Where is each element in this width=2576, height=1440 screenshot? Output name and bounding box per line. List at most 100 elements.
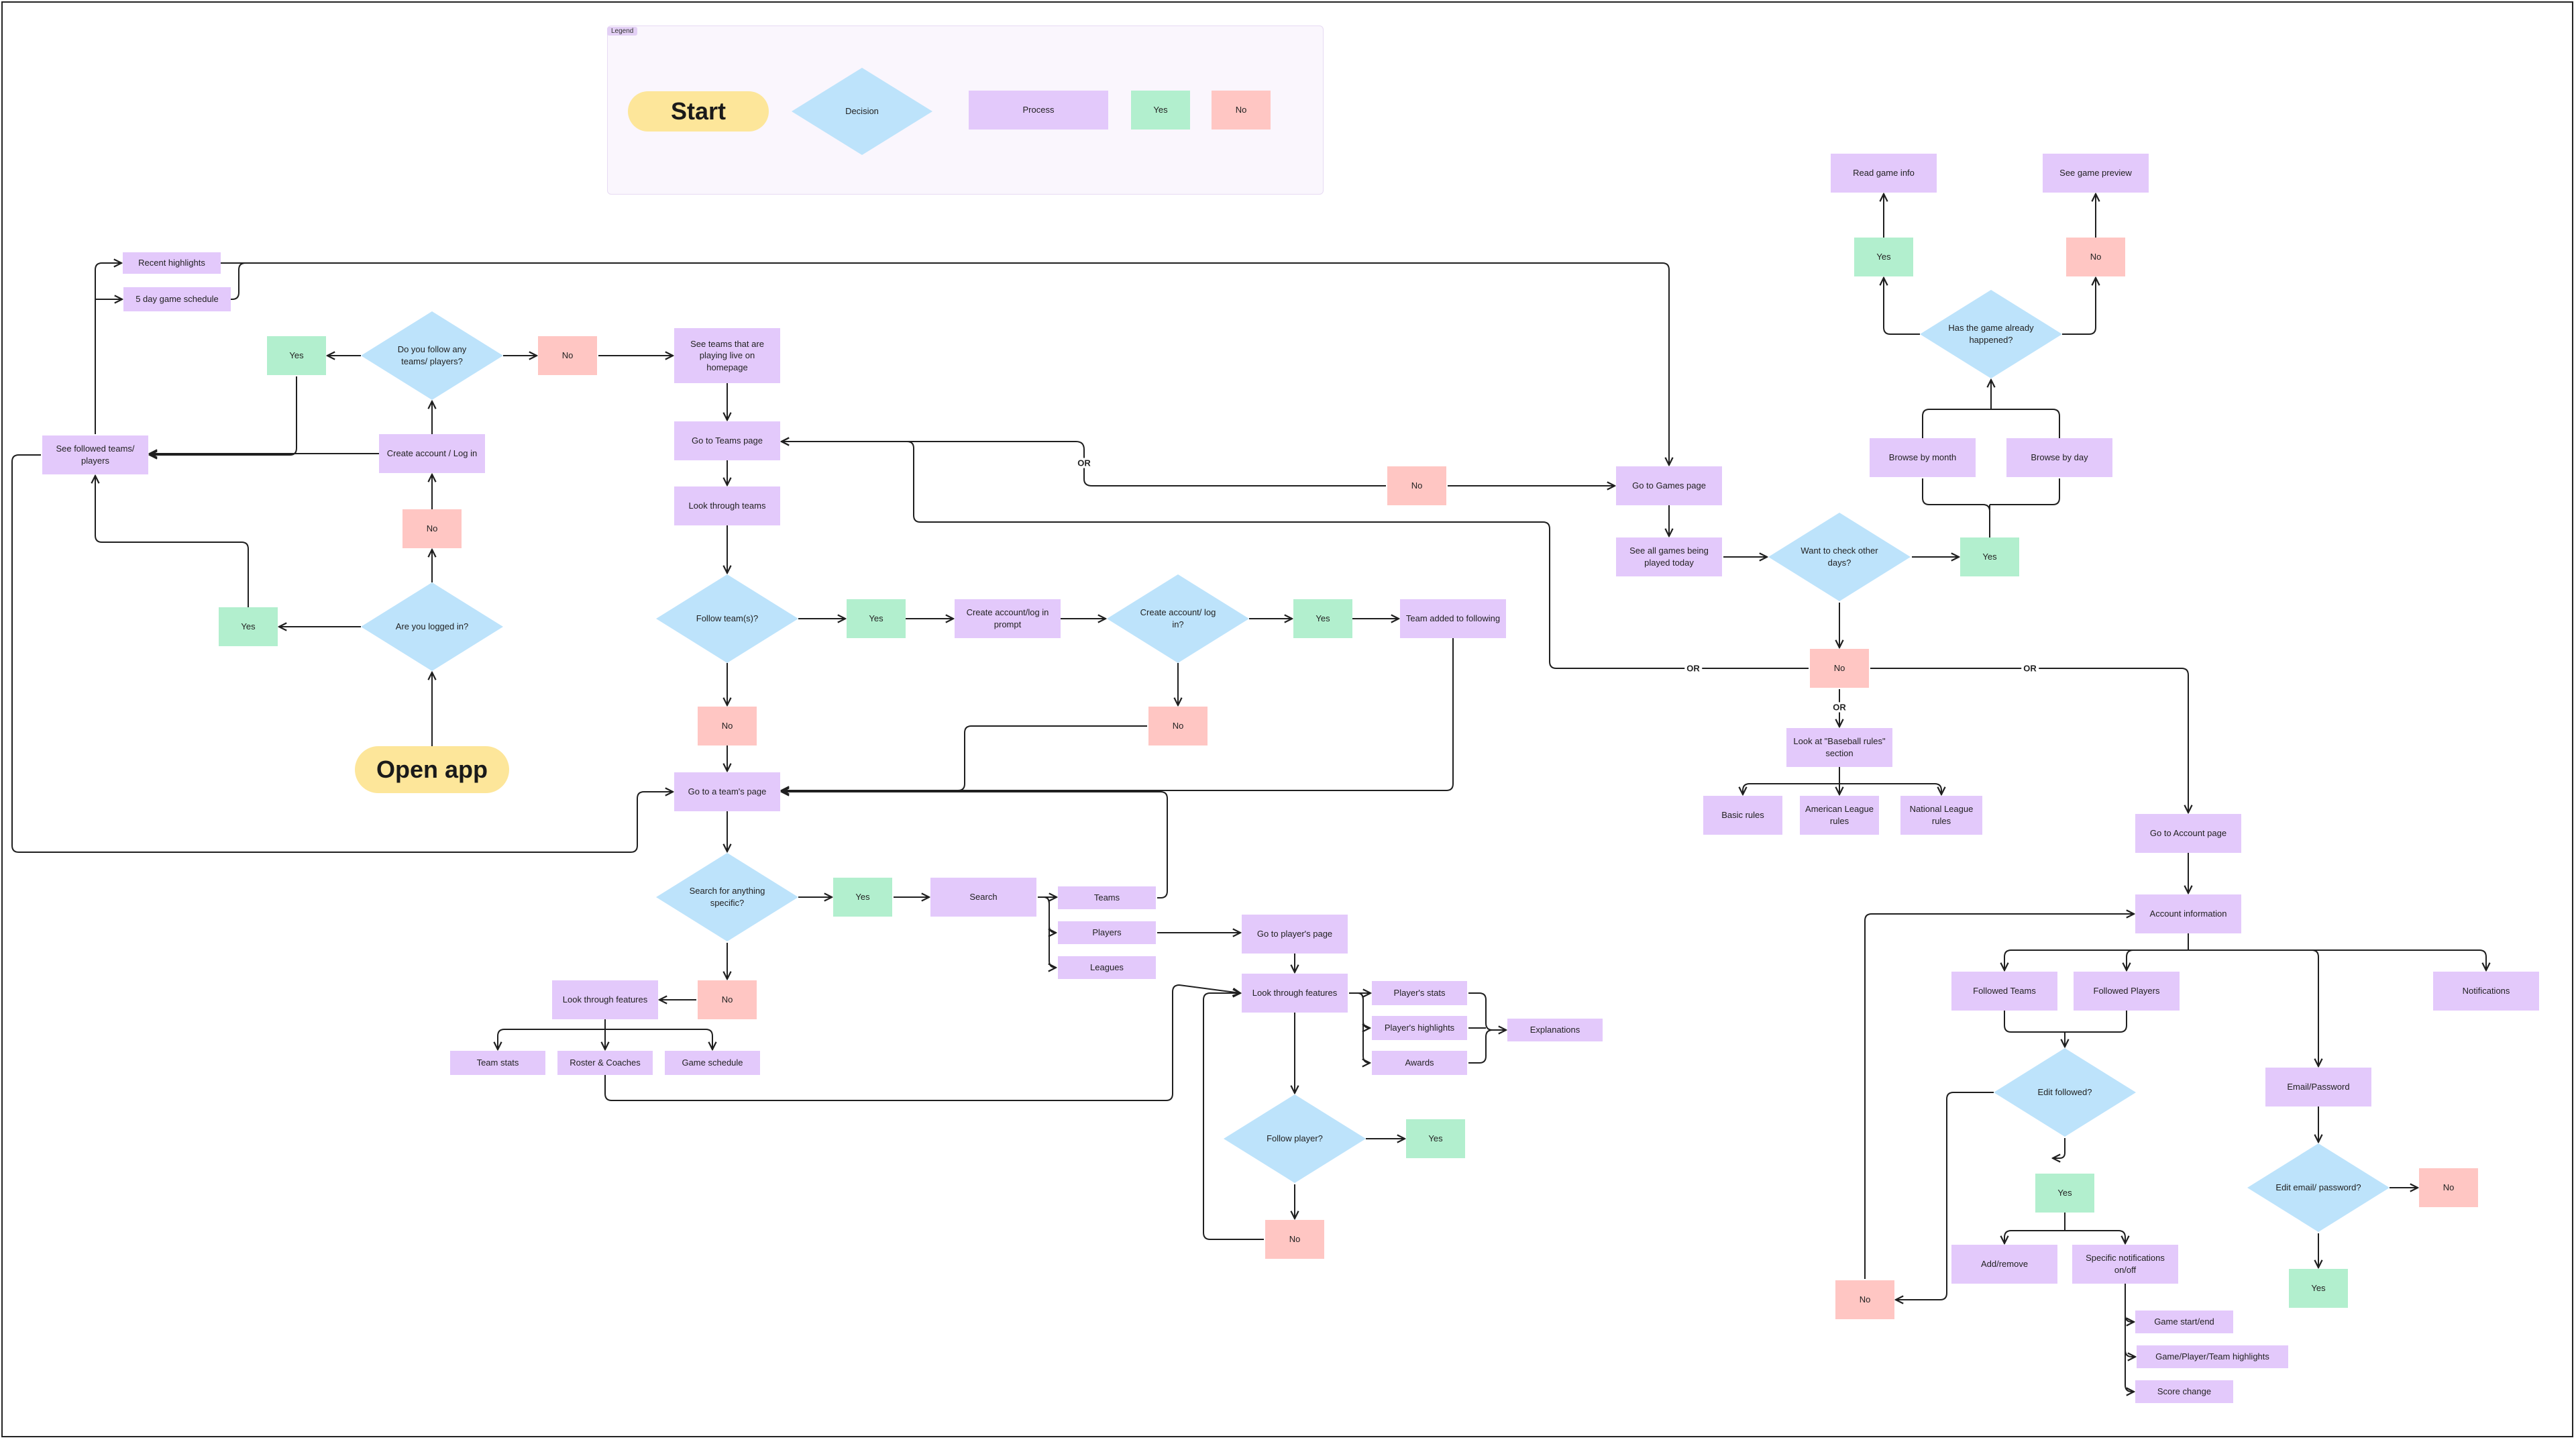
edge-rules-to-national [1839,783,1941,794]
node-specific-notifications: Specific notifications on/off [2072,1245,2178,1284]
node-game-schedule-5: 5 day game schedule [123,287,231,311]
node-edit-email-no: No [2419,1168,2478,1207]
node-label: Go to a team's page [688,786,767,797]
edge-other-no-to-teams-page [782,442,1809,669]
node-account-info: Account information [2135,894,2241,933]
edge-awards-to-explanations [1468,1029,1493,1064]
node-label: Edit email/ password? [2275,1182,2361,1193]
edge-look-features-to-schedule [605,1029,712,1049]
node-other-days-yes: Yes [1960,537,2019,576]
node-label: Open app [376,755,488,783]
decision-diamond-follow-teams-q [361,311,503,400]
node-label: Game/Player/Team highlights [2155,1351,2269,1362]
node-label: No [721,994,733,1005]
edge-logged-yes-to-see-followed [95,476,249,607]
edge-specific-to-start-end [2125,1284,2134,1322]
edge-follow-yes-to-see-followed [150,376,297,455]
node-label: Look through features [562,994,648,1005]
node-label: No [426,523,438,534]
node-label: Leagues [1090,962,1124,973]
node-explanations: Explanations [1507,1019,1603,1041]
node-label: Yes [1982,552,1997,562]
node-awards: Awards [1372,1051,1467,1075]
node-go-teams-page: Go to Teams page [674,421,780,460]
node-label: Look through teams [688,501,766,511]
node-follow-team-yes: Yes [847,599,906,638]
node-team-added: Team added to following [1400,599,1506,638]
node-follow-player-q: Follow player? [1224,1094,1366,1183]
node-follow-teams-yes: Yes [267,336,326,375]
edge-info-to-followed-players [2127,949,2188,970]
node-label: Player's highlights [1384,1023,1455,1033]
node-player-stats: Player's stats [1372,981,1467,1005]
node-follow-teams-no: No [538,336,597,375]
edge-info-to-email [2188,949,2318,1066]
edge-features-to-awards [1357,992,1370,1063]
edge-edit-to-no [1896,1092,1994,1300]
edge-happened-to-no [2062,278,2096,335]
decision-diamond-edit-email-q [2247,1143,2390,1232]
node-player-highlights: Player's highlights [1372,1016,1467,1040]
edge-specific-to-score [2125,1350,2134,1392]
node-label: National League rules [1909,804,1974,826]
edge-search-to-leagues [1043,896,1056,968]
node-team-game-schedule: Game schedule [665,1051,760,1075]
or-teams-games-label: OR [1075,458,1093,468]
node-teams-live: See teams that are playing live on homep… [674,328,780,383]
node-label: Browse by day [2031,452,2088,463]
node-legend-yes: Yes [1131,91,1190,130]
legend-tag: Legend [607,27,638,36]
node-label: Followed Teams [1973,986,2036,996]
node-create-account-1: Create account / Log in [379,434,485,473]
or-right-label: OR [2021,663,2039,674]
node-follow-player-no: No [1265,1220,1324,1259]
node-label: See teams that are playing live on homep… [690,338,764,372]
node-read-game-info: Read game info [1831,154,1937,193]
node-label: Search for anything specific? [689,886,765,908]
node-label: Awards [1405,1058,1434,1068]
node-search-q: Search for anything specific? [656,853,798,941]
node-follow-player-yes: Yes [1406,1119,1465,1158]
node-edit-email-yes: Yes [2289,1269,2348,1308]
node-label: 5 day game schedule [136,294,219,305]
node-label: Email/Password [2287,1082,2350,1092]
node-follow-teams-q: Do you follow any teams/ players? [361,311,503,400]
node-game-highlights: Game/Player/Team highlights [2137,1345,2288,1368]
edge-roster-to-player-features [604,984,1240,1101]
decision-diamond-follow-team-q [656,574,798,663]
node-go-player-page: Go to player's page [1242,915,1348,954]
node-go-account-page: Go to Account page [2135,814,2241,853]
node-go-games-page: Go to Games page [1616,466,1722,505]
node-label: Yes [289,350,304,361]
node-label: Follow player? [1267,1133,1323,1144]
edge-yes-to-browse-month [1922,478,1990,537]
node-label: Recent highlights [138,258,205,268]
node-label: No [1411,480,1423,491]
node-label: Specific notifications on/off [2086,1253,2165,1275]
node-search-no: No [698,980,757,1019]
node-search-players: Players [1058,921,1156,944]
node-label: Teams [1093,892,1120,903]
decision-diamond-search-q [656,853,798,941]
node-score-change: Score change [2135,1380,2233,1403]
node-label: Read game info [1853,168,1915,178]
edge-search-to-players [1038,896,1056,933]
node-label: Player's stats [1393,988,1446,998]
node-label: No [1289,1234,1301,1245]
node-label: No [561,350,574,361]
decision-diamond-game-happened-q [1920,290,2062,378]
decision-diamond-edit-followed-q [1994,1048,2136,1137]
node-label: Account information [2149,909,2227,919]
node-edit-email-q: Edit email/ password? [2247,1143,2390,1232]
node-roster: Roster & Coaches [557,1051,653,1075]
node-edit-followed-no: No [1835,1280,1894,1319]
node-label: Do you follow any teams/ players? [397,344,467,366]
node-label: Look through features [1252,988,1338,998]
node-label: Yes [1876,252,1891,262]
node-label: Create account/log in prompt [966,607,1049,629]
node-label: Yes [855,892,870,903]
node-label: Yes [2311,1283,2326,1294]
decision-diamond-follow-player-q [1224,1094,1366,1183]
node-label: Followed Players [2093,986,2160,996]
